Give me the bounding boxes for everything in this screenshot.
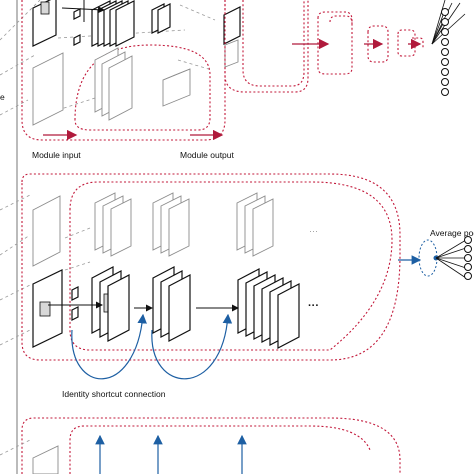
identity-shortcut-arcs [71, 313, 233, 380]
svg-text:···: ··· [309, 226, 318, 236]
identity-shortcut-label: Identity shortcut connection [62, 389, 166, 399]
residual-inner-border [69, 181, 393, 351]
grey-guide-lines-mid [0, 194, 91, 346]
bottom-inner-border [69, 425, 371, 474]
residual-outer-border [21, 173, 401, 361]
average-pool-label: Average poo [430, 228, 474, 238]
top-feature-maps [32, 0, 241, 47]
bottom-blue-ticks [95, 434, 247, 474]
bottom-grey-map [32, 445, 59, 474]
grey-guide-lines [0, 0, 216, 116]
average-pool-block [398, 236, 472, 280]
residual-grey-maps: ··· [32, 192, 318, 267]
residual-module-panel: ··· ··· [0, 173, 474, 399]
svg-text:···: ··· [308, 300, 319, 312]
inception-module-panel: Module input Module output [0, 0, 466, 160]
module-input-label: Module input [32, 150, 81, 160]
module-inner-border [74, 44, 211, 131]
bottom-module-panel [0, 417, 401, 474]
residual-black-maps: ··· [32, 266, 319, 349]
stacked-modules [224, 0, 424, 93]
fully-connected-nodes [431, 0, 466, 96]
top-grey-maps [32, 39, 239, 126]
module-output-label: Module output [180, 150, 235, 160]
side-letter: e [0, 92, 5, 102]
